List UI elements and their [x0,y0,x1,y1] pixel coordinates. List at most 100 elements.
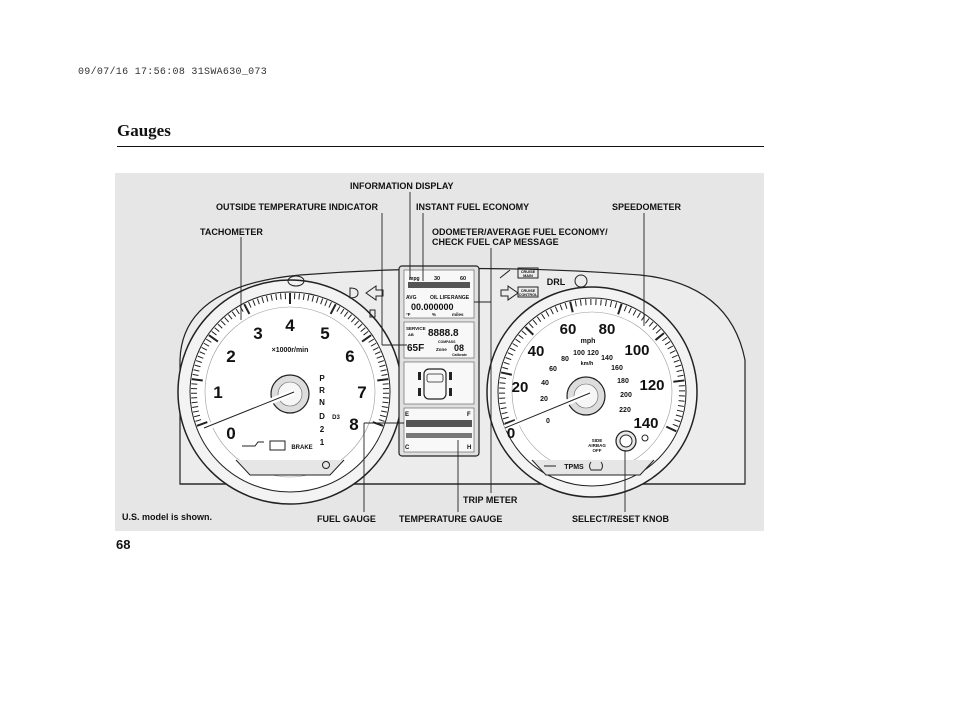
gauge-tick [379,364,386,368]
mph-80: 80 [599,321,616,338]
gauge-tick [195,419,202,422]
svg-text:OIL LIFE: OIL LIFE [430,295,451,301]
tach-number-8: 8 [349,415,358,434]
mph-20: 20 [512,379,529,396]
gauge-tick [550,308,554,315]
gauge-tick [675,364,682,368]
gauge-tick [248,301,252,308]
gauge-tick [329,303,337,315]
gauge-tick [501,411,508,415]
svg-text:AVG: AVG [406,295,417,301]
gauge-tick [376,355,383,359]
gauge-tick [315,296,319,303]
headlight-icon [349,287,359,299]
gauge-tick [191,378,203,382]
security-icon [641,434,649,442]
gauge-tick [380,410,388,413]
gauge-tick [196,421,208,427]
gauge-tick [500,407,507,410]
gauge-tick [545,310,550,317]
gauge-tick [648,321,654,327]
kmh-140: 140 [601,355,613,362]
info-display-text: mpg 30 60 AVG OIL LIFE RANGE 00.000000 °… [405,276,471,451]
gauge-tick [374,351,381,355]
svg-text:AB: AB [408,332,414,337]
svg-text:°F: °F [406,312,411,317]
gauge-tick [208,334,219,343]
gauge-tick [678,400,685,402]
odometer-value: 00.000000 [411,302,454,312]
kmh-40: 40 [541,380,549,387]
gauge-tick [320,298,324,305]
gauge-tick [252,300,256,306]
side-airbag-off-label: SIDE AIRBAG OFF [588,438,606,453]
gauge-tick [500,371,513,376]
gauge-tick [192,410,200,413]
gear-d: D [319,412,325,421]
gear-p: P [319,374,325,383]
fuel-pump-icon [369,309,376,318]
callout-temperature-gauge: TEMPERATURE GAUGE [399,514,503,524]
gauge-tick [224,317,230,323]
gauge-tick [662,336,668,342]
gauge-tick [654,332,665,341]
tpms-label: TPMS [564,464,584,471]
right-indicator-icons [499,267,649,471]
gauge-tick [676,409,684,413]
svg-text:RANGE: RANGE [451,295,470,301]
gauge-tick [673,359,680,363]
page-title: Gauges [117,121,171,140]
svg-text:SIDE: SIDE [592,438,603,443]
speedometer-mph-labels: 0 20 40 60 80 100 120 140 [507,321,665,442]
gauge-tick [195,360,202,363]
svg-text:30: 30 [434,276,440,282]
mph-140: 140 [633,415,658,432]
gauge-tick [377,378,389,382]
gauge-tick [214,327,220,332]
gear-1: 1 [320,438,325,447]
temp-cold-label: C [405,445,410,451]
gauge-tick [652,325,658,331]
mph-40: 40 [528,343,545,360]
kmh-200: 200 [620,392,632,399]
gauge-tick [363,330,369,336]
gauge-tick [193,369,200,372]
service-value: 8888.8 [428,328,459,339]
gauge-tick [256,298,260,305]
tach-number-3: 3 [253,324,262,343]
cruise-main-box [517,267,539,279]
callout-select-reset-knob: SELECT/RESET KNOB [572,514,670,524]
gauge-tick [655,328,661,334]
tach-unit: ×1000r/min [272,347,309,354]
gauge-tick [524,326,534,336]
callout-speedometer: SPEEDOMETER [612,202,682,212]
tachometer-labels: 0 1 2 3 4 5 6 7 8 [213,316,366,443]
speedometer-kmh-labels: 0 20 40 60 80 100 120 140 160 180 200 22… [540,350,632,425]
gauge-tick [360,327,366,332]
callout-trip-meter: TRIP METER [463,495,518,505]
page-number: 68 [116,537,131,552]
tpms-icon [589,461,603,471]
gauge-tick [191,401,198,404]
gauge-tick [368,338,374,343]
tachometer-gauge [177,279,403,505]
kmh-0: 0 [546,418,550,425]
callout-odometer-line2: CHECK FUEL CAP MESSAGE [432,237,559,247]
kmh-160: 160 [611,365,623,372]
callout-leader-lines [240,192,645,512]
gauge-tick [609,300,613,308]
gauge-tick [354,320,360,326]
gauge-tick [667,345,674,350]
turn-left-arrow-icon [365,285,384,301]
tach-number-4: 4 [285,316,295,335]
gear-2: 2 [320,425,325,434]
gauge-tick [512,343,519,348]
brake-label: BRAKE [291,445,312,451]
gauge-tick [243,303,251,315]
tach-number-2: 2 [226,347,235,366]
gauge-tick [220,320,226,326]
gauge-tick [521,330,527,336]
turn-right-arrow-icon [500,285,519,301]
gear-n: N [319,398,325,407]
fuel-full-label: F [467,412,471,418]
